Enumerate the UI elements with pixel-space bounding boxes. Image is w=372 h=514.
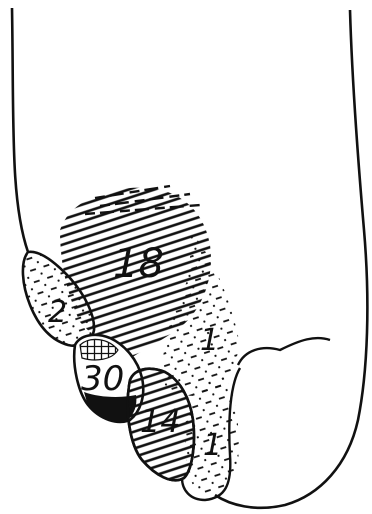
label-2: 2 [48,295,67,330]
label-18: 18 [113,241,164,287]
label-30: 30 [81,359,124,399]
left-outline [12,8,28,252]
label-1-lower: 1 [203,428,222,463]
label-14: 14 [140,402,181,440]
label-1-upper: 1 [200,323,219,358]
